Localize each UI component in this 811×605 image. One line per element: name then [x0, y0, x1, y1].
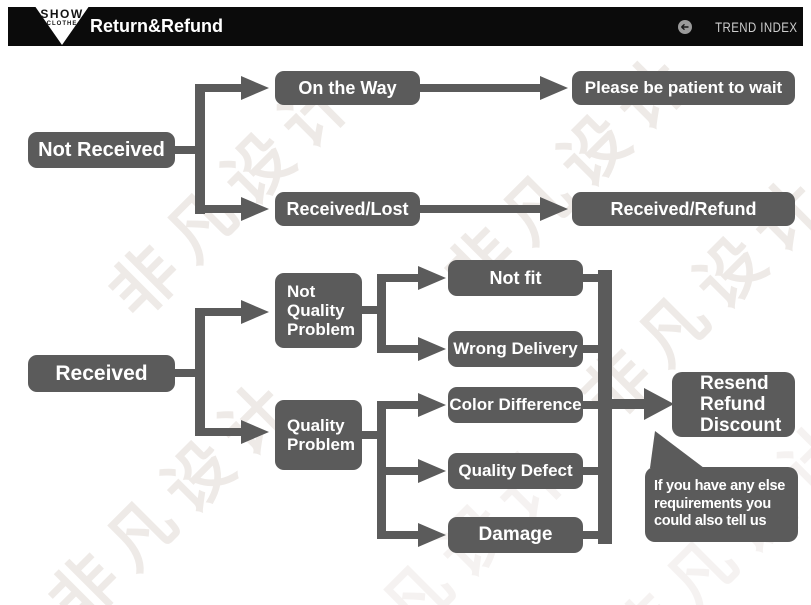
- brand-logo-line1: SHOW: [40, 7, 84, 21]
- node-quality-defect: Quality Defect: [448, 453, 583, 489]
- node-received-lost: Received/Lost: [275, 192, 420, 226]
- trend-index: TREND INDEX: [677, 7, 797, 46]
- node-please-be-patient: Please be patient to wait: [572, 71, 795, 105]
- page-title: Return&Refund: [90, 16, 223, 36]
- note-bubble: If you have any else requirements you co…: [645, 467, 798, 542]
- node-on-the-way: On the Way: [275, 71, 420, 105]
- trend-index-icon: [677, 19, 692, 34]
- node-damage: Damage: [448, 517, 583, 553]
- node-wrong-delivery: Wrong Delivery: [448, 331, 583, 367]
- header-bar: Return&Refund TREND INDEX: [8, 7, 803, 46]
- node-quality-problem: Quality Problem: [275, 400, 362, 470]
- trend-index-label: TREND INDEX: [714, 18, 797, 35]
- node-received-refund: Received/Refund: [572, 192, 795, 226]
- node-resend-refund-discount: Resend Refund Discount: [672, 372, 795, 437]
- node-not-fit: Not fit: [448, 260, 583, 296]
- node-not-received: Not Received: [28, 132, 175, 168]
- node-received: Received: [28, 355, 175, 392]
- node-color-difference: Color Difference: [448, 387, 583, 423]
- brand-logo-line2: CLOTHE: [46, 21, 78, 27]
- node-not-quality-problem: Not Quality Problem: [275, 273, 362, 348]
